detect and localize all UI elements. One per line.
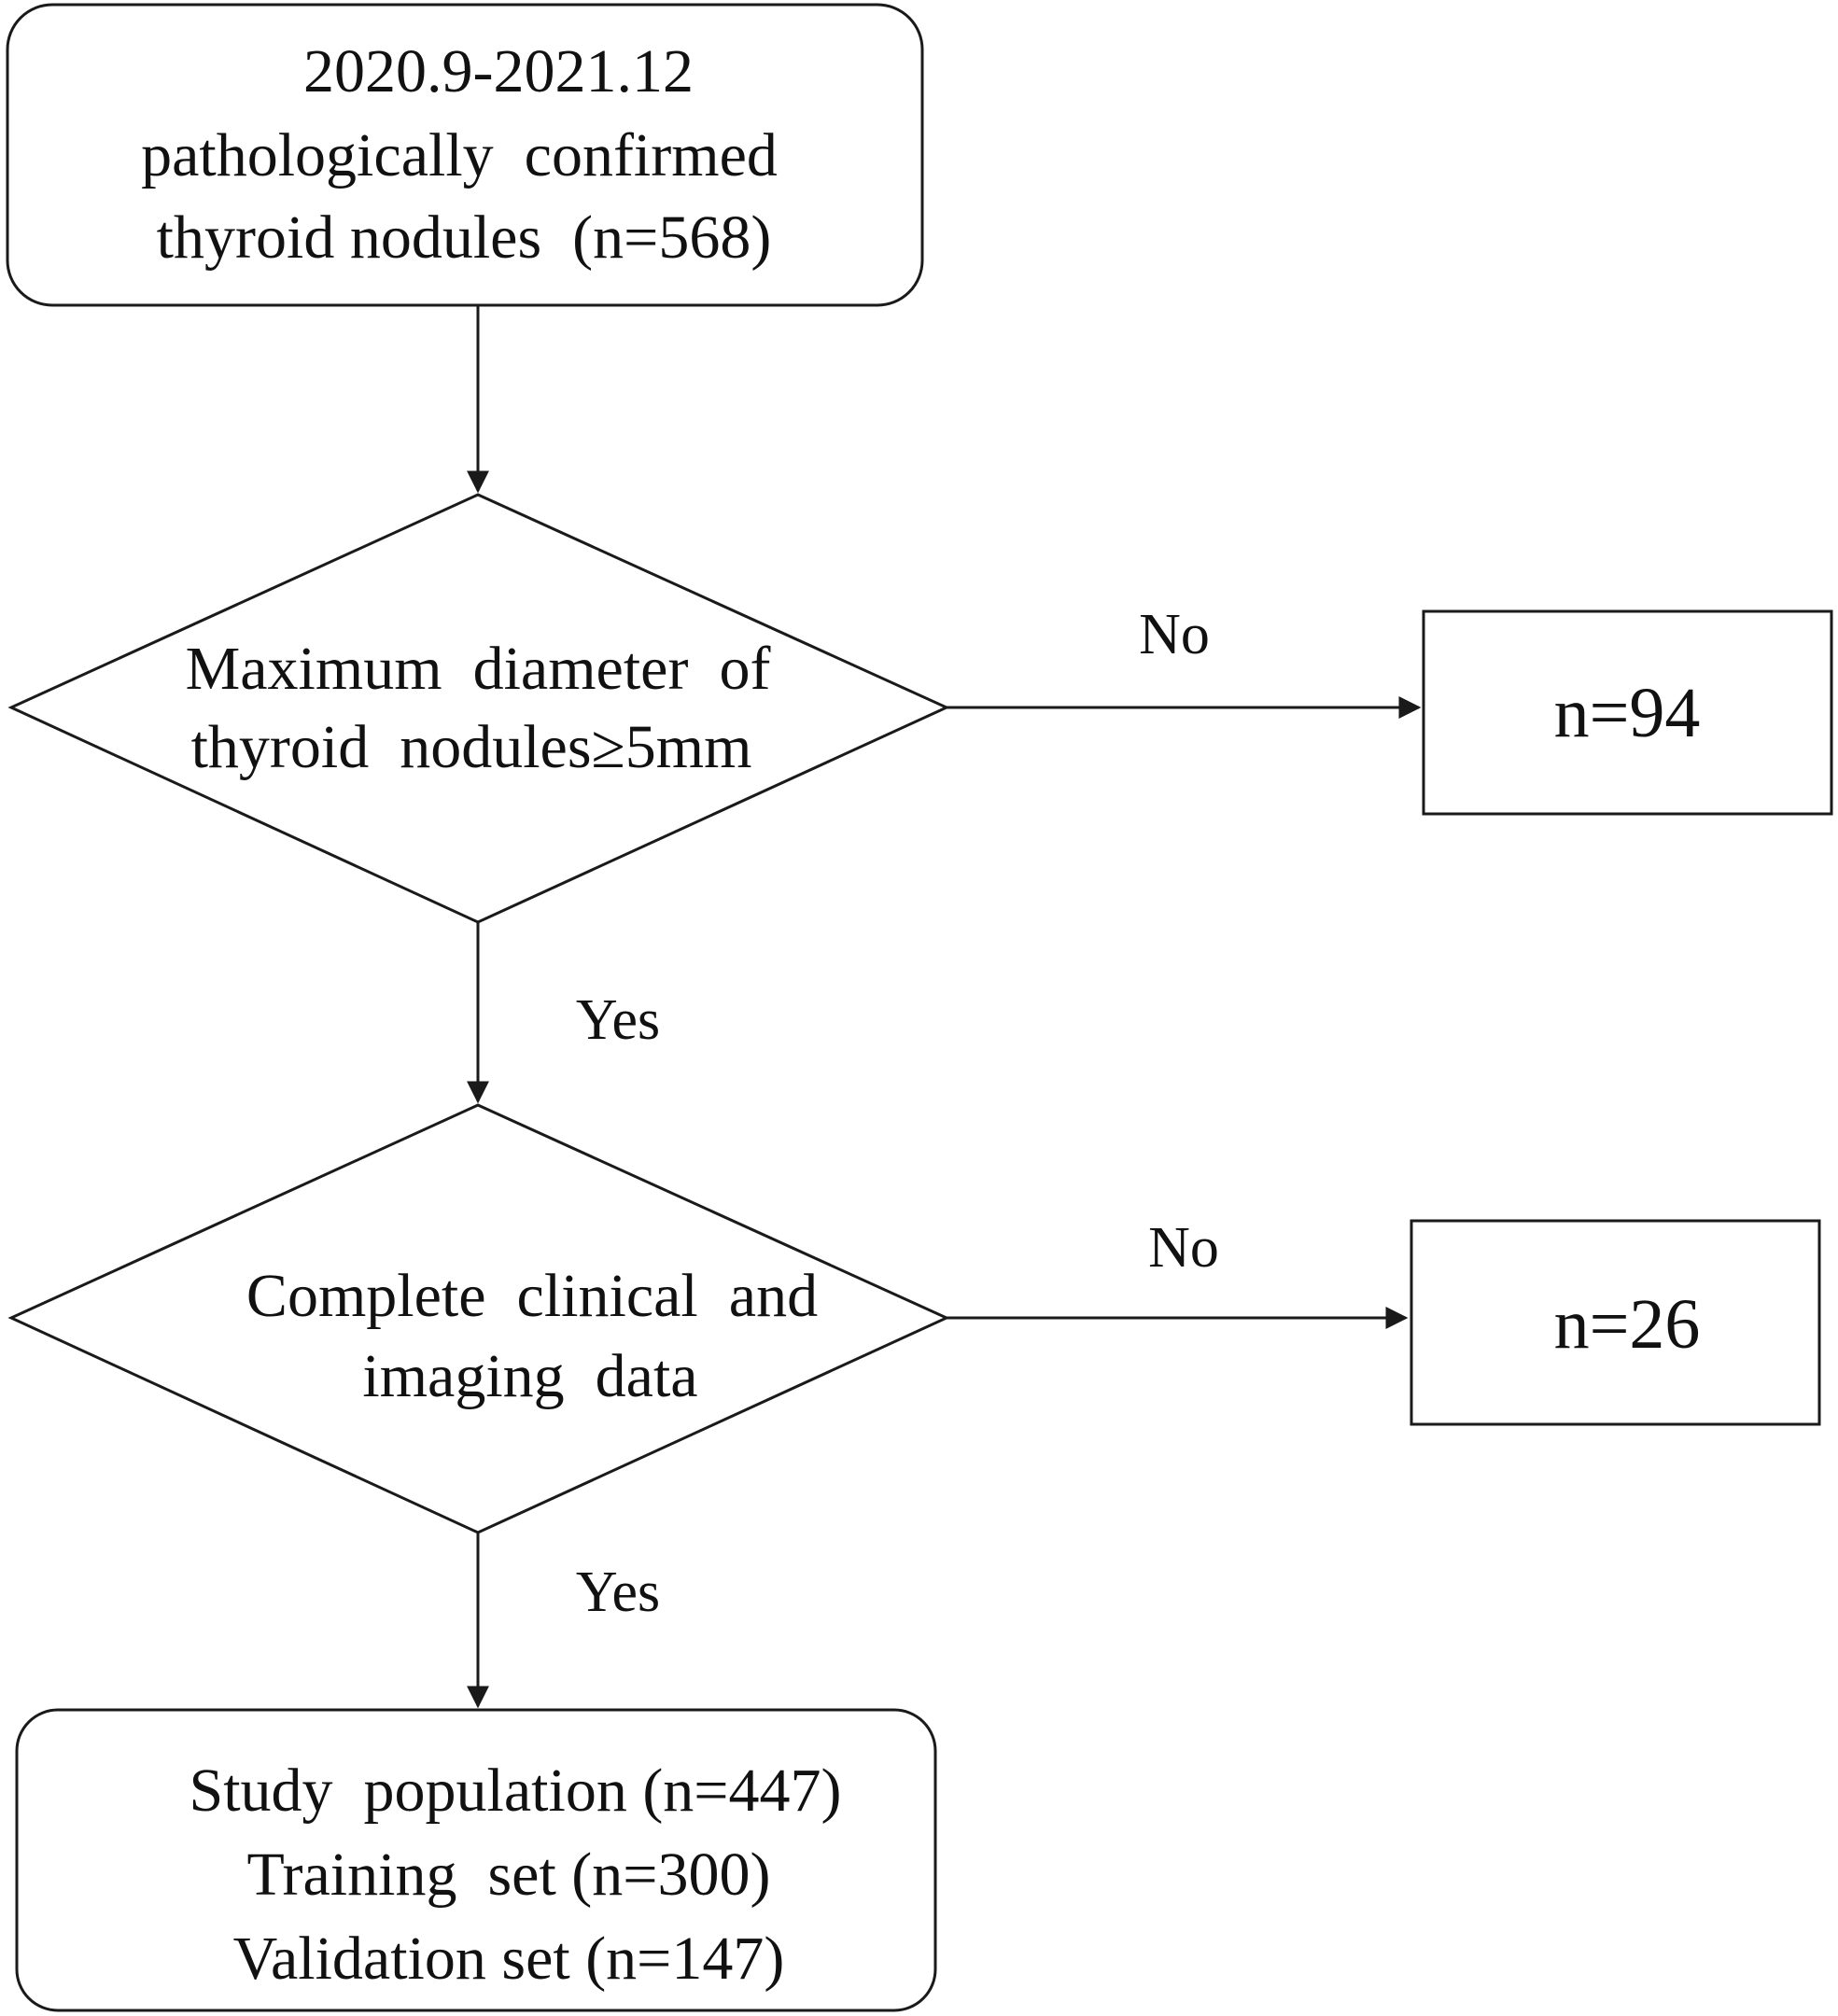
start-box-line-2: pathologically confirmed <box>141 121 778 189</box>
start-box: 2020.9-2021.12 pathologically confirmed … <box>6 3 924 307</box>
decision-2-line-1: Complete clinical and <box>246 1262 818 1330</box>
start-box-line-3: thyroid nodules (n=568) <box>157 203 772 272</box>
decision-2-yes-label: Yes <box>576 1561 660 1624</box>
decision-2-no-label: No <box>1148 1216 1219 1280</box>
decision-2-line-2: imaging data <box>362 1342 697 1410</box>
result-box-line-1: Study population (n=447) <box>189 1757 841 1825</box>
result-box-line-2: Training set (n=300) <box>247 1841 771 1909</box>
start-box-line-1: 2020.9-2021.12 <box>303 37 694 105</box>
decision-1-line-1: Maximum diameter of <box>186 635 771 703</box>
excluded-box-2-count: n=26 <box>1554 1285 1701 1364</box>
result-box: Study population (n=447) Training set (n… <box>15 1708 937 2012</box>
result-box-line-3: Validation set (n=147) <box>233 1925 785 1993</box>
decision-2-diamond: Complete clinical and imaging data <box>7 1103 950 1534</box>
decision-1-no-label: No <box>1139 603 1210 666</box>
excluded-box-1-count: n=94 <box>1554 674 1701 752</box>
decision-1-line-2: thyroid nodules≥5mm <box>191 713 752 781</box>
excluded-box-1: n=94 <box>1422 609 1833 816</box>
excluded-box-2: n=26 <box>1410 1219 1821 1426</box>
decision-1-diamond: Maximum diameter of thyroid nodules≥5mm <box>7 493 950 924</box>
decision-1-yes-label: Yes <box>576 988 660 1052</box>
